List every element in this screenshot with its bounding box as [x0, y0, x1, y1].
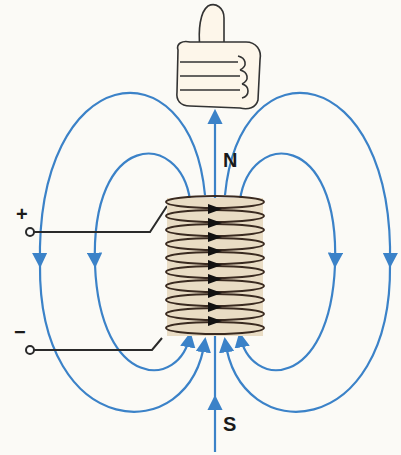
right-hand: [177, 5, 261, 109]
coil-turn: [166, 280, 264, 292]
terminal-plus: +: [16, 204, 28, 224]
field-arrow: [208, 204, 222, 214]
coil-turn: [166, 238, 264, 250]
wires: [26, 206, 167, 354]
field-arrow: [208, 232, 222, 242]
pole-label: S: [223, 414, 236, 434]
field-arrow: [208, 302, 222, 312]
field-arrow: [208, 260, 222, 270]
field-arrow: [208, 288, 222, 298]
field-lines: [40, 93, 390, 452]
coil-turn: [166, 252, 264, 264]
coil-turn: [166, 266, 264, 278]
terminal-minus: −: [14, 322, 26, 342]
coil-turn: [166, 308, 264, 320]
pole-label: N: [223, 150, 237, 170]
coil-turn: [166, 196, 264, 208]
coil-turn: [166, 224, 264, 236]
field-arrow: [208, 218, 222, 228]
coil-turn: [166, 294, 264, 306]
field-arrow: [208, 246, 222, 256]
coil: [166, 196, 264, 336]
field-arrow: [208, 316, 222, 326]
field-arrow: [208, 274, 222, 284]
coil-turn: [166, 322, 264, 334]
coil-turn: [166, 210, 264, 222]
